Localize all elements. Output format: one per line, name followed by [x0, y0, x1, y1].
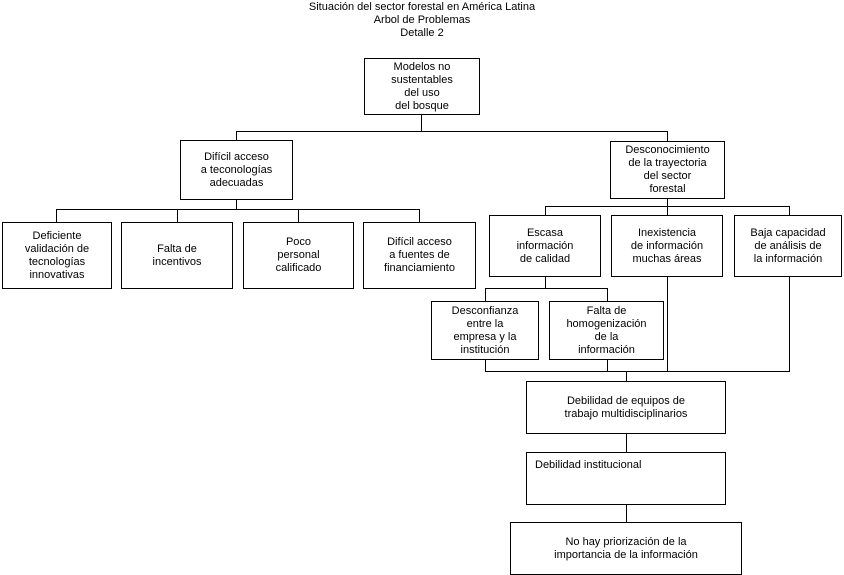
node-l6[interactable]: No hay priorización de la importancia de…: [510, 522, 742, 575]
node-l2-b[interactable]: Falta de incentivos: [121, 222, 233, 289]
node-root[interactable]: Modelos no sustentables del uso del bosq…: [364, 58, 480, 115]
node-l5[interactable]: Debilidad institucional: [526, 452, 726, 505]
connector-l1-right-stem: [667, 131, 668, 141]
node-l2-d[interactable]: Difícil acceso a fuentes de financiamien…: [363, 222, 476, 289]
node-l1-right[interactable]: Desconocimiento de la trayectoria del se…: [610, 141, 725, 199]
node-l2-e[interactable]: Escasa información de calidad: [489, 215, 601, 277]
connector-l1-left-stem: [236, 131, 237, 140]
connector-f-long-drop: [667, 277, 668, 372]
connector-left-b-stem: [177, 209, 178, 222]
connector-l4-stem: [626, 371, 627, 382]
connector-l3-a-stem: [485, 288, 486, 301]
connector-l3-b-drop: [607, 360, 608, 372]
connector-l1-bus: [236, 131, 668, 132]
connector-g-long-drop: [789, 277, 790, 372]
connector-l4-bus: [485, 371, 790, 372]
connector-left-a-stem: [56, 209, 57, 222]
connector-l3-a-drop: [485, 360, 486, 372]
connector-left-bus: [56, 209, 420, 210]
connector-l5-to-l6: [626, 505, 627, 523]
node-l4[interactable]: Debilidad de equipos de trabajo multidis…: [526, 381, 726, 434]
node-l1-left[interactable]: Difícil acceso a teconologías adecuadas: [180, 140, 293, 200]
connector-right-e-stem: [545, 206, 546, 215]
node-l2-c[interactable]: Poco personal calificado: [243, 222, 354, 289]
connector-l3-bus: [485, 288, 608, 289]
node-l2-a[interactable]: Deficiente validación de tecnologías inn…: [2, 222, 112, 289]
connector-right-g-stem: [789, 206, 790, 215]
node-l2-f[interactable]: Inexistencia de información muchas áreas: [611, 215, 723, 277]
connector-right-f-stem: [667, 206, 668, 215]
node-l3-a[interactable]: Desconfianza entre la empresa y la insti…: [431, 301, 539, 360]
connector-right-drop: [667, 199, 668, 206]
connector-l4-to-l5: [626, 434, 627, 453]
connector-root-stem: [421, 115, 422, 132]
diagram-title: Situación del sector forestal en América…: [308, 1, 536, 39]
connector-l3-b-stem: [607, 288, 608, 301]
node-l3-b[interactable]: Falta de homogenización de la informació…: [549, 301, 664, 360]
node-l2-g[interactable]: Baja capacidad de análisis de la informa…: [734, 215, 842, 277]
connector-left-c-stem: [298, 209, 299, 222]
connector-e-drop: [545, 277, 546, 288]
connector-left-d-stem: [419, 209, 420, 222]
connector-left-drop: [236, 200, 237, 209]
